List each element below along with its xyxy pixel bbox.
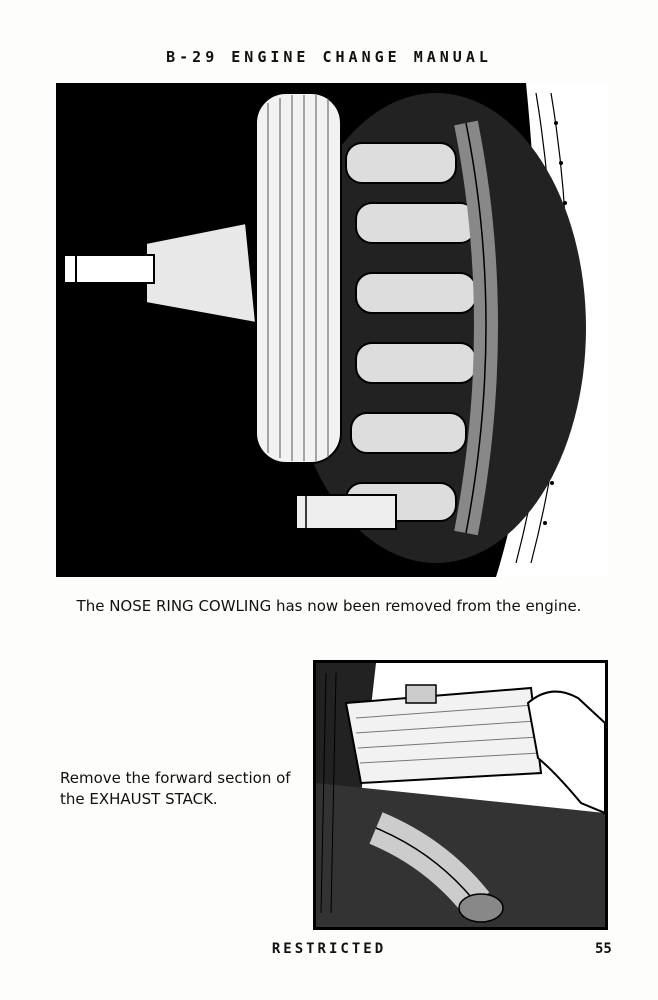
- figure1-caption: The NOSE RING COWLING has now been remov…: [76, 597, 582, 615]
- page-number: 55: [595, 941, 612, 957]
- classification-marking: RESTRICTED: [271, 941, 387, 957]
- engine-illustration: [56, 83, 608, 577]
- page-header: B-29 ENGINE CHANGE MANUAL: [166, 48, 492, 66]
- figure2-caption: Remove the forward section of the EXHAUS…: [60, 769, 291, 808]
- exhaust-stack-illustration: [313, 660, 608, 930]
